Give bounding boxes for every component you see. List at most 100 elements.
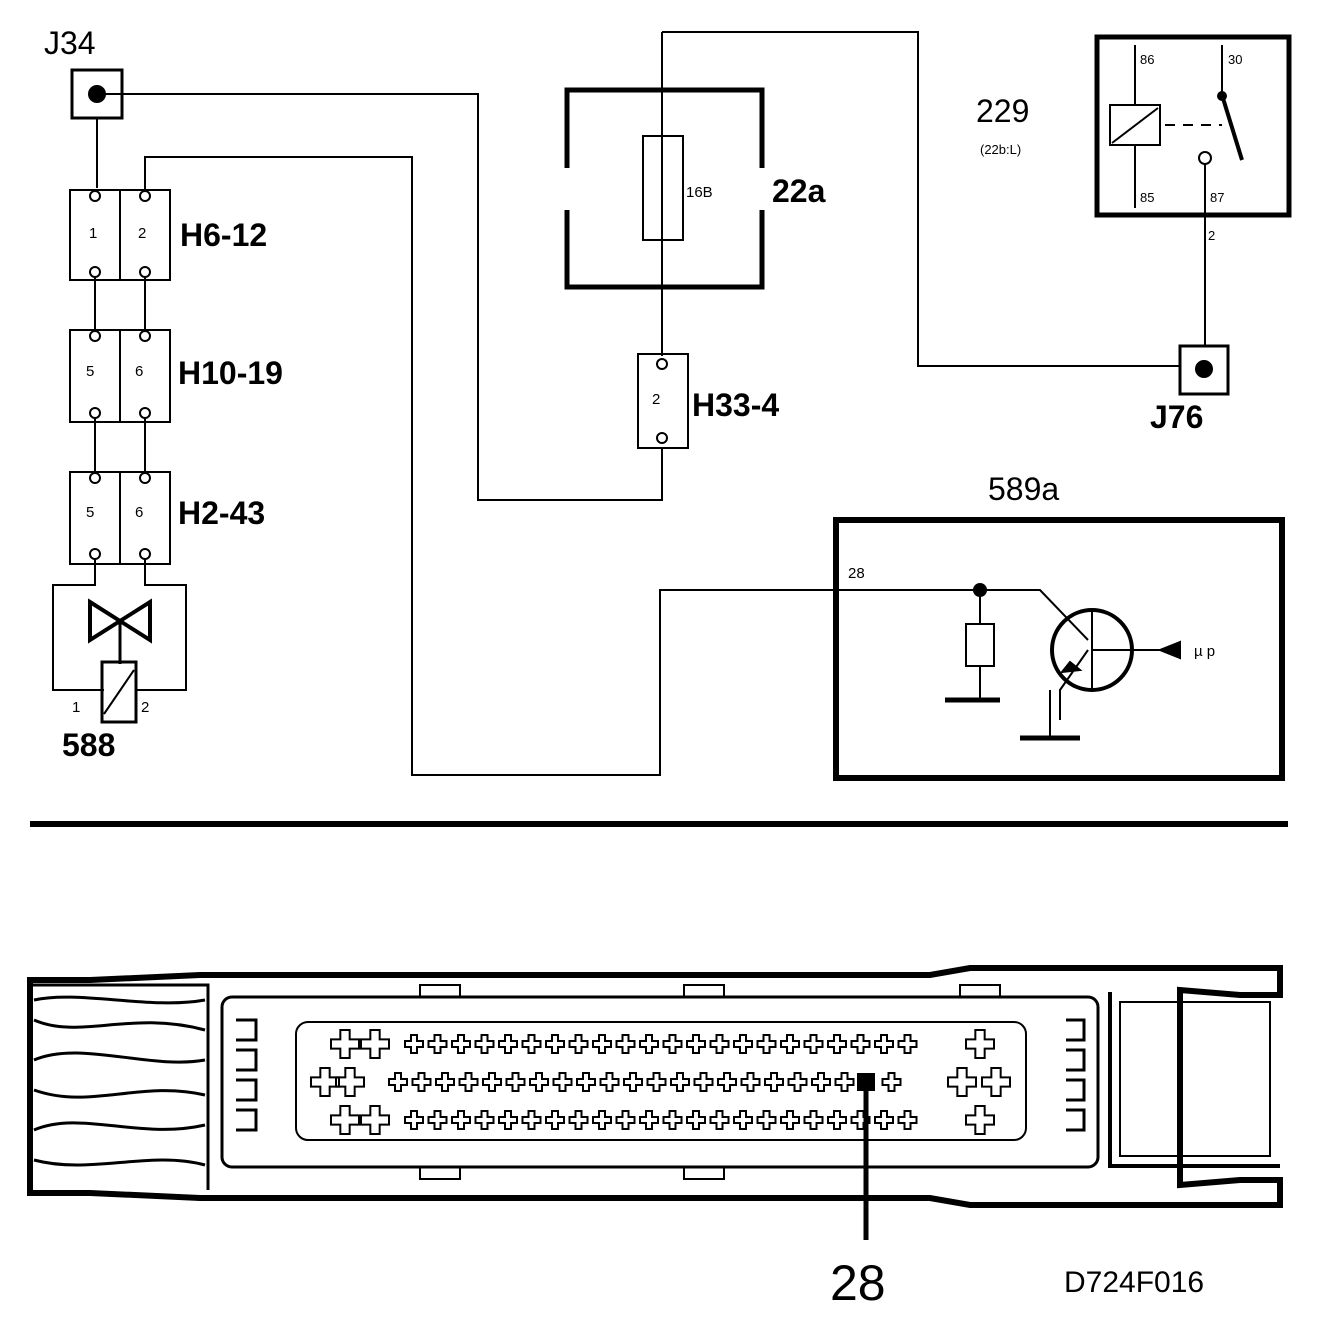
pin-cross (360, 1029, 390, 1059)
pin-cross (740, 1072, 761, 1092)
pin-cross (435, 1072, 455, 1092)
pin-relay-wire-2: 2 (1208, 228, 1215, 243)
pin-cross (623, 1072, 643, 1092)
pin-cross (592, 1110, 612, 1130)
pin-cross (881, 1072, 902, 1092)
pin-cross (451, 1034, 471, 1054)
pin-cross (850, 1034, 871, 1054)
pin-cross (897, 1110, 918, 1130)
label-pin-28-sensor: 28 (848, 565, 865, 582)
connector-h2-43 (69, 471, 171, 565)
pin-cross (404, 1034, 424, 1054)
pin-cross (787, 1072, 808, 1092)
pin-h6-2: 2 (138, 225, 146, 242)
relay-229 (1094, 34, 1292, 218)
figure-code: D724F016 (1064, 1266, 1204, 1299)
pin-cross (874, 1110, 894, 1130)
pin-cross (388, 1072, 408, 1092)
pin-cross (693, 1072, 714, 1092)
connector-h10-19 (69, 329, 171, 423)
pin-cross (965, 1105, 995, 1135)
connector-h6-12 (69, 189, 171, 281)
pin-cross (709, 1034, 730, 1054)
pin-h2-5: 5 (86, 504, 94, 521)
pin-cross (639, 1110, 659, 1130)
pin-cross (330, 1029, 360, 1059)
label-pin-28: 28 (830, 1255, 886, 1311)
label-h6-12: H6-12 (180, 217, 267, 253)
pin-cross (874, 1034, 894, 1054)
pin-cross (545, 1110, 565, 1130)
pin-cross (615, 1110, 636, 1130)
label-588: 588 (62, 727, 115, 763)
pin-28-marker (857, 1073, 875, 1240)
pin-cross (576, 1072, 596, 1092)
pin-cross (568, 1034, 589, 1054)
label-j34: J34 (44, 25, 96, 61)
label-j76: J76 (1150, 399, 1203, 435)
pin-h10-6: 6 (135, 363, 143, 380)
wire-h6-sensor (144, 156, 836, 776)
label-22a: 22a (772, 173, 826, 209)
pin-cross (733, 1110, 753, 1130)
pin-cross (662, 1034, 683, 1054)
pin-cross (947, 1067, 977, 1097)
pin-h10-5: 5 (86, 363, 94, 380)
pin-cross (498, 1034, 518, 1054)
pin-cross (646, 1072, 667, 1092)
pin-cross (335, 1067, 365, 1097)
pin-cross (764, 1072, 784, 1092)
pin-h33-2: 2 (652, 391, 660, 408)
pin-cross (686, 1034, 706, 1054)
pin-cross (411, 1072, 432, 1092)
pin-cross (686, 1110, 706, 1130)
label-mu-p: µ p (1194, 643, 1215, 660)
pin-cross (965, 1029, 995, 1059)
label-fuse-16b: 16B (686, 184, 713, 201)
fusebox-22a (564, 87, 765, 290)
label-h2-43: H2-43 (178, 495, 265, 531)
pin-cross (505, 1072, 526, 1092)
pin-valve-1: 1 (72, 699, 80, 716)
pin-cross (827, 1110, 847, 1130)
pin-cross (834, 1072, 855, 1092)
pin-cross (803, 1110, 824, 1130)
pin-cross (639, 1034, 659, 1054)
pin-cross (521, 1110, 542, 1130)
pin-cross (330, 1105, 360, 1135)
pin-cross (474, 1110, 495, 1130)
valve-588 (52, 559, 187, 724)
label-589a: 589a (988, 471, 1059, 507)
pin-cross (458, 1072, 479, 1092)
pin-cross (981, 1067, 1011, 1097)
pin-cross (709, 1110, 730, 1130)
pin-cross (756, 1110, 777, 1130)
sensor-589a (833, 517, 1285, 781)
pin-h2-6: 6 (135, 504, 143, 521)
pin-cross (474, 1034, 495, 1054)
pin-cross (360, 1105, 390, 1135)
pin-cross (592, 1034, 612, 1054)
j76-connection-point (1178, 344, 1230, 396)
label-229: 229 (976, 93, 1029, 129)
label-h33-4: H33-4 (692, 387, 779, 423)
pin-cross (811, 1072, 831, 1092)
pin-cross (662, 1110, 683, 1130)
pin-cross (529, 1072, 549, 1092)
pin-cross (615, 1034, 636, 1054)
pin-cross (599, 1072, 620, 1092)
pin-h6-1: 1 (89, 225, 97, 242)
pin-cross (568, 1110, 589, 1130)
pin-cross (427, 1034, 448, 1054)
pin-cross (897, 1034, 918, 1054)
pin-relay-86: 86 (1140, 52, 1154, 67)
pin-cross (717, 1072, 737, 1092)
pin-cross (498, 1110, 518, 1130)
pin-cross (310, 1067, 340, 1097)
connector-h33-4 (637, 353, 689, 449)
pin-cross (780, 1110, 800, 1130)
ecu-connector-housing (27, 965, 1283, 1208)
pin-cross (427, 1110, 448, 1130)
pin-cross (552, 1072, 573, 1092)
